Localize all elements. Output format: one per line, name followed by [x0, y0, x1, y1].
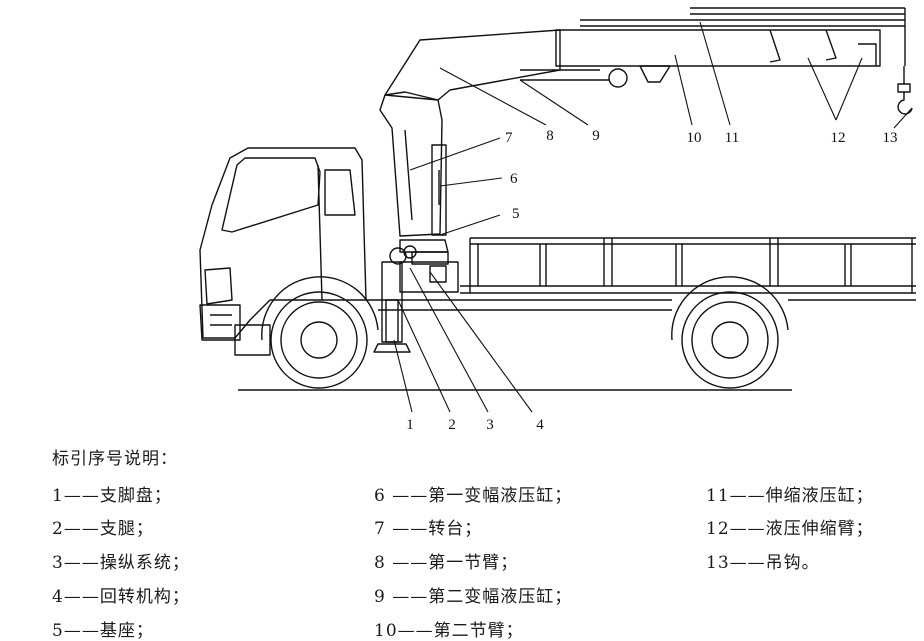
callout-9: 9 [592, 128, 600, 144]
callout-2: 2 [448, 417, 456, 430]
crane-truck-diagram: 1 2 3 4 5 6 7 8 9 10 11 12 13 [199, 7, 916, 430]
legend-item-8: 8 ——第一节臂； [374, 553, 519, 573]
legend-item-1: 1——支脚盘； [52, 486, 172, 506]
legend-item-2: 2——支腿； [52, 519, 154, 539]
outrigger [373, 261, 411, 353]
legend-item-9: 9 ——第二变幅液压缸； [374, 587, 573, 607]
callout-1: 1 [406, 417, 414, 430]
telescopic-boom [555, 7, 906, 83]
cargo-bed [366, 237, 916, 311]
hook [897, 66, 913, 115]
callout-11: 11 [725, 130, 739, 146]
legend-item-6: 6 ——第一变幅液压缸； [374, 486, 573, 506]
legend-item-3: 3——操纵系统； [52, 553, 190, 573]
callout-10: 10 [687, 130, 702, 146]
crane-column [379, 91, 447, 237]
legend-item-12: 12——液压伸缩臂； [706, 519, 874, 539]
rear-wheel [671, 276, 789, 389]
legend-item-7: 7 ——转台； [374, 519, 483, 539]
callout-numbers: 1 2 3 4 5 6 7 8 9 10 11 12 13 [406, 128, 897, 430]
callout-4: 4 [536, 417, 544, 430]
truck-cab [199, 147, 367, 356]
callout-3: 3 [486, 417, 494, 430]
callout-8: 8 [546, 128, 554, 144]
legend-item-13: 13——吊钩。 [706, 553, 820, 573]
first-boom [384, 29, 628, 101]
callout-7: 7 [505, 130, 513, 146]
callout-6: 6 [510, 171, 518, 187]
callout-5: 5 [512, 206, 520, 222]
leader-lines [393, 21, 913, 413]
callout-12: 12 [831, 130, 846, 146]
legend-item-4: 4——回转机构； [52, 587, 190, 607]
legend-item-5: 5——基座； [52, 621, 154, 641]
callout-13: 13 [883, 130, 898, 146]
front-wheel [261, 276, 379, 389]
crane-base [389, 239, 459, 293]
legend-title: 标引序号说明： [52, 449, 178, 469]
legend-item-10: 10——第二节臂； [374, 621, 524, 641]
legend-item-11: 11——伸缩液压缸； [706, 486, 874, 506]
